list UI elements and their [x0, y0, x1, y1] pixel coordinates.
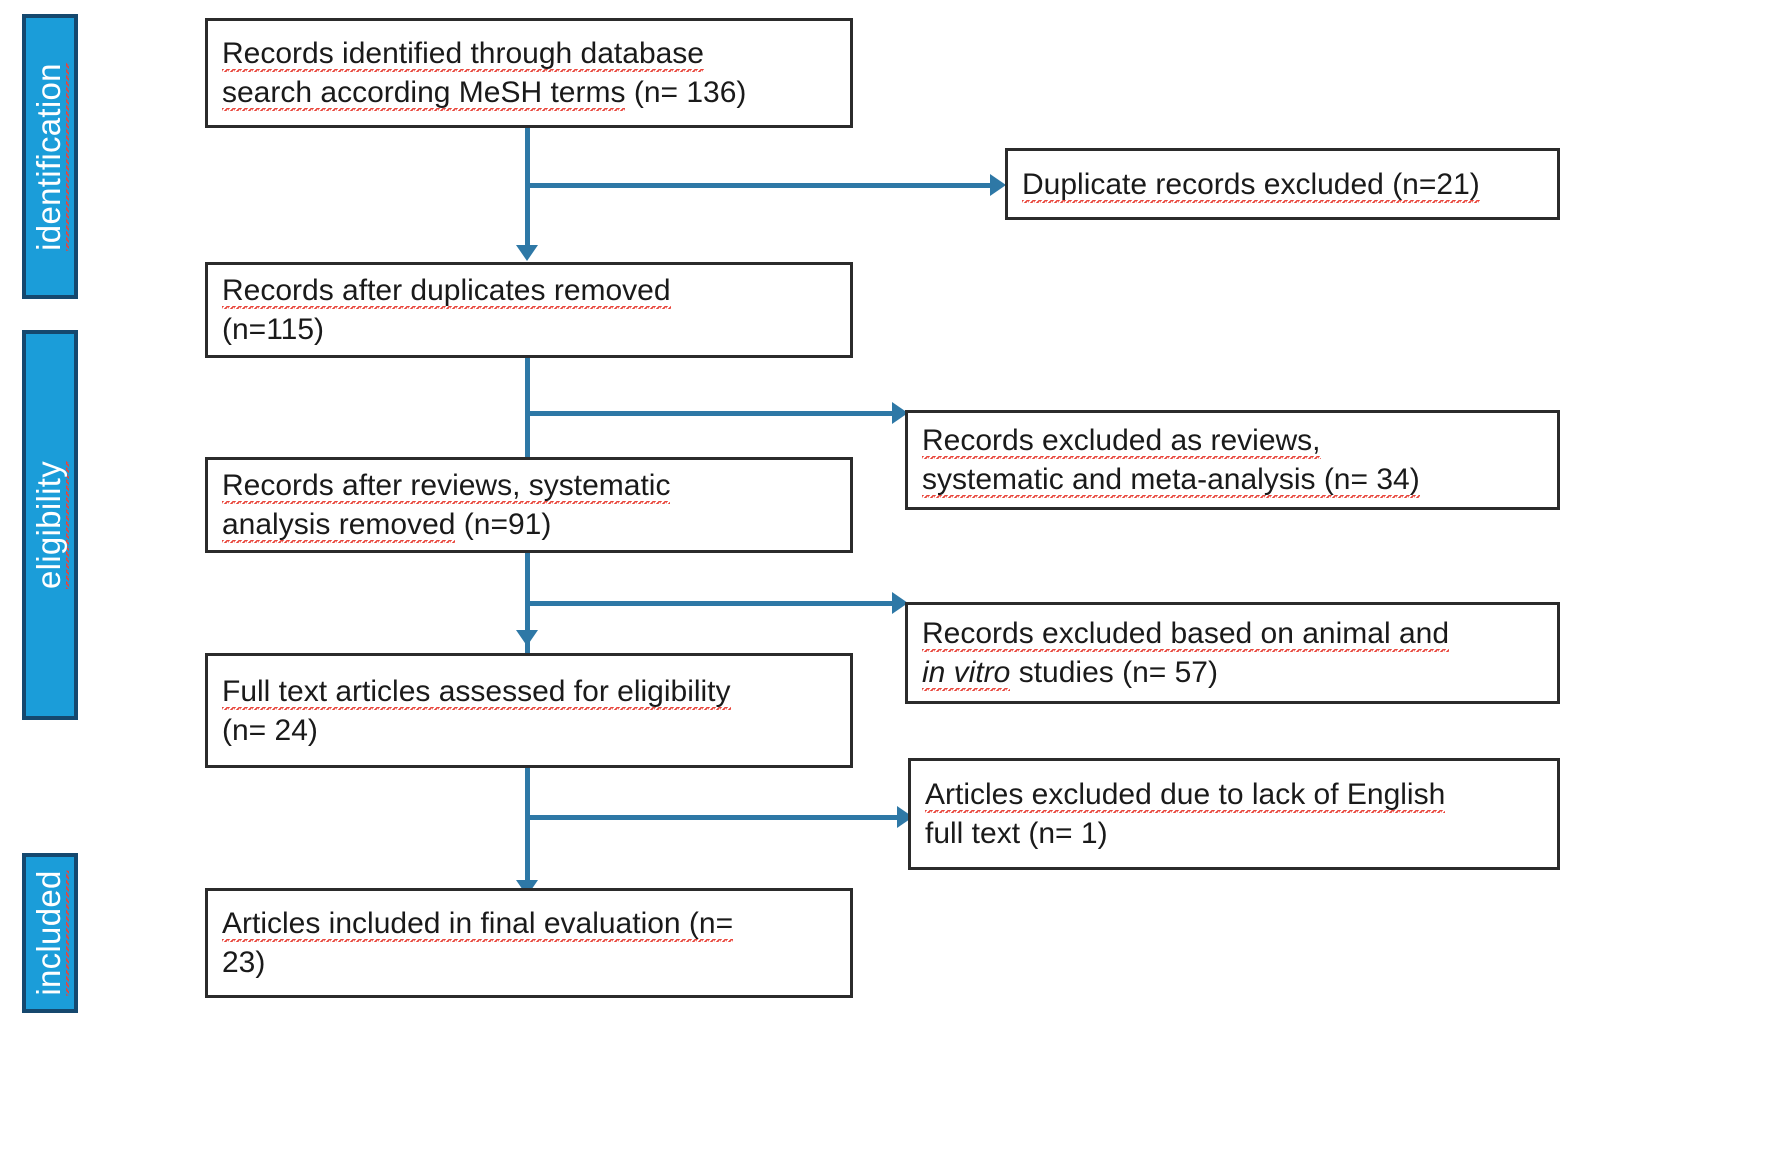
stage-bar-eligibility: eligibility — [22, 330, 78, 720]
records-after-duplicates-line1: Records after duplicates removed — [222, 274, 671, 309]
records-identified-line1: Records identified through database — [222, 37, 704, 72]
articles-included-count: 23) — [222, 946, 266, 979]
flow-node-full-text-assessed: Full text articles assessed for eligibil… — [205, 653, 853, 768]
exclusion-node-non-english-excluded: Articles excluded due to lack of English… — [908, 758, 1560, 870]
exclusion-node-reviews-excluded: Records excluded as reviews, systematic … — [905, 410, 1560, 510]
animal-invitro-excluded-italic: in vitro — [922, 656, 1011, 691]
flow-node-records-after-reviews: Records after reviews, systematic analys… — [205, 457, 853, 553]
stage-bar-eligibility-label: eligibility — [30, 460, 70, 590]
connector-h-reviews — [525, 411, 895, 416]
exclusion-node-animal-invitro-excluded: Records excluded based on animal and in … — [905, 602, 1560, 704]
full-text-assessed-line1: Full text articles assessed for eligibil… — [222, 674, 731, 710]
connector-v-4 — [525, 768, 530, 883]
non-english-excluded-line1: Articles excluded due to lack of English — [925, 778, 1446, 813]
flow-node-records-identified: Records identified through database sear… — [205, 18, 853, 128]
full-text-assessed-count: (n= 24) — [222, 713, 318, 747]
exclusion-node-duplicates-excluded-text: Duplicate records excluded (n=21) — [1008, 165, 1494, 204]
connector-arrow-right-reviews — [892, 402, 908, 424]
records-after-reviews-line1: Records after reviews, systematic — [222, 469, 671, 504]
connector-v-1 — [525, 128, 530, 248]
connector-h-english — [525, 815, 900, 820]
reviews-excluded-line2: systematic and meta-analysis (n= 34) — [922, 463, 1420, 498]
flow-node-records-after-reviews-text: Records after reviews, systematic analys… — [208, 466, 684, 544]
articles-included-line1: Articles included in final evaluation (n… — [222, 907, 734, 942]
stage-bar-identification: identification — [22, 14, 78, 299]
connector-arrow-right-duplicates — [990, 174, 1006, 196]
flow-node-full-text-assessed-text: Full text articles assessed for eligibil… — [208, 672, 745, 750]
connector-h-animal — [525, 601, 895, 606]
stage-bar-identification-label: identification — [30, 62, 70, 251]
animal-invitro-excluded-line1: Records excluded based on animal and — [922, 617, 1450, 652]
records-after-reviews-line2: analysis removed — [222, 508, 456, 543]
flow-node-articles-included-text: Articles included in final evaluation (n… — [208, 904, 747, 982]
exclusion-node-reviews-excluded-text: Records excluded as reviews, systematic … — [908, 421, 1434, 499]
flow-node-articles-included: Articles included in final evaluation (n… — [205, 888, 853, 998]
flow-node-records-after-duplicates-text: Records after duplicates removed (n=115) — [208, 271, 685, 349]
exclusion-node-animal-invitro-excluded-text: Records excluded based on animal and in … — [908, 614, 1463, 692]
animal-invitro-excluded-line2-rest: studies (n= 57) — [1010, 656, 1218, 689]
stage-bar-included: included — [22, 853, 78, 1013]
records-identified-count: (n= 136) — [633, 76, 747, 109]
connector-arrow-right-animal — [892, 592, 908, 614]
connector-arrow-down-1 — [516, 245, 538, 261]
records-identified-line2: search according MeSH terms — [222, 76, 626, 111]
reviews-excluded-line1: Records excluded as reviews, — [922, 424, 1321, 459]
exclusion-node-duplicates-excluded: Duplicate records excluded (n=21) — [1005, 148, 1560, 220]
records-after-duplicates-count: (n=115) — [222, 313, 325, 346]
flow-node-records-identified-text: Records identified through database sear… — [208, 34, 760, 112]
stage-bar-included-label: included — [30, 870, 70, 996]
connector-h-duplicates — [525, 183, 993, 188]
duplicates-excluded-line1: Duplicate records excluded (n=21) — [1022, 167, 1480, 203]
exclusion-node-non-english-excluded-text: Articles excluded due to lack of English… — [911, 775, 1459, 853]
non-english-excluded-line2: full text (n= 1) — [925, 817, 1108, 850]
records-after-reviews-count: (n=91) — [463, 508, 552, 541]
flow-node-records-after-duplicates: Records after duplicates removed (n=115) — [205, 262, 853, 358]
